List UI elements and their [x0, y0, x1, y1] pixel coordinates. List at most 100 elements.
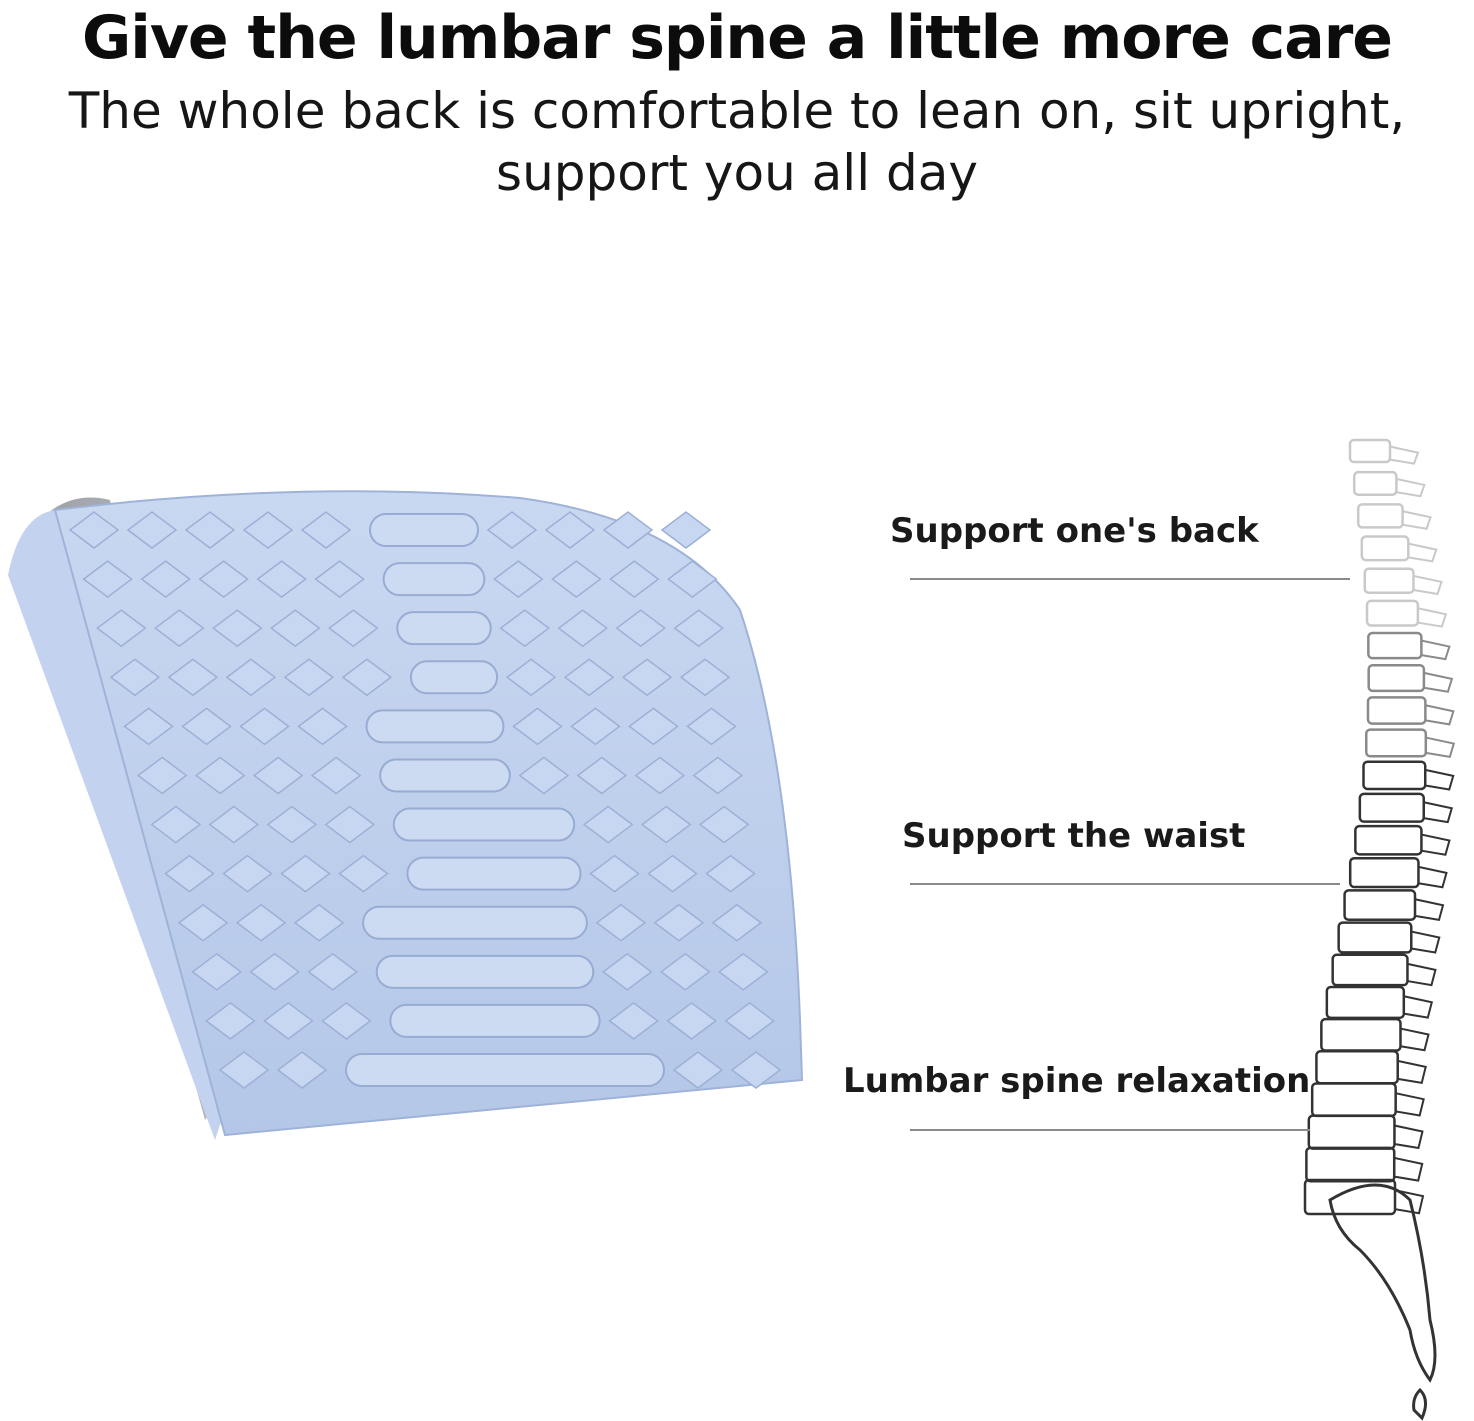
vertebra [1358, 792, 1425, 823]
stud [667, 560, 718, 599]
stud [505, 658, 557, 697]
vertebra [1348, 438, 1392, 464]
stud [634, 756, 686, 795]
vertebra [1364, 728, 1428, 758]
vertebra-process [1423, 671, 1454, 693]
stud [582, 805, 634, 844]
vertebra [1325, 985, 1406, 1020]
stud [293, 903, 345, 942]
vertebra-process [1395, 1092, 1425, 1117]
vertebra-process [1421, 639, 1451, 661]
vertebra-process [1394, 1156, 1424, 1182]
stud [512, 707, 563, 746]
stud [256, 560, 307, 599]
callout-label-back: Support one's back [890, 511, 1259, 551]
stud [660, 952, 711, 991]
stud [270, 609, 321, 648]
vertebra-process [1394, 1124, 1424, 1150]
stud [589, 854, 640, 893]
subtitle-line-1: The whole back is comfortable to lean on… [68, 82, 1406, 140]
stud [730, 1051, 782, 1089]
vertebra [1365, 599, 1420, 627]
vertebra [1362, 760, 1427, 791]
stud [263, 1001, 314, 1040]
massage-bar [409, 660, 499, 695]
subtitle-line-2: support you all day [496, 144, 978, 202]
vertebra [1337, 921, 1413, 954]
stud [608, 1001, 659, 1040]
massage-bar [389, 1003, 601, 1038]
vertebra [1356, 503, 1404, 529]
vertebra-process [1396, 477, 1426, 498]
stud [493, 560, 544, 599]
vertebra-process [1413, 574, 1443, 596]
stud [154, 609, 205, 648]
stud [324, 805, 376, 844]
stud [68, 511, 120, 549]
stud [140, 560, 191, 599]
stud [692, 756, 744, 795]
vertebra [1310, 1082, 1397, 1118]
vertebra-process [1423, 801, 1453, 824]
stud [705, 854, 756, 893]
vertebra-process [1421, 833, 1451, 856]
vertebra-process [1397, 1059, 1427, 1084]
headline: Give the lumbar spine a little more care [82, 3, 1393, 73]
stud [266, 805, 318, 844]
vertebra [1305, 1146, 1396, 1183]
stud [544, 511, 596, 549]
stud [602, 511, 654, 549]
massage-bar [362, 905, 588, 940]
stud [82, 560, 133, 599]
vertebra [1352, 470, 1398, 496]
stud [225, 658, 277, 697]
massage-bar [382, 562, 486, 597]
stud [341, 658, 393, 697]
stud [486, 511, 538, 549]
stud [609, 560, 660, 599]
stud [96, 609, 147, 648]
stud [310, 756, 362, 795]
massage-bar [392, 807, 576, 842]
stud [194, 756, 246, 795]
stud [212, 609, 263, 648]
vertebra-process [1394, 1189, 1425, 1215]
stud [222, 854, 273, 893]
stud [208, 805, 260, 844]
stud [167, 658, 219, 697]
stretcher-bars [345, 513, 665, 1087]
stud [718, 952, 769, 991]
stud [615, 609, 666, 648]
stud [164, 854, 215, 893]
stud [660, 511, 712, 549]
vertebra-process [1389, 445, 1420, 465]
stud [235, 903, 287, 942]
stud [109, 658, 161, 697]
vertebra-process [1414, 898, 1445, 922]
vertebra-process [1403, 995, 1434, 1019]
stud [653, 903, 705, 942]
vertebra-process [1425, 768, 1455, 791]
callout-line-back [910, 578, 1350, 580]
vertebra-process [1402, 510, 1432, 530]
massage-bar [345, 1053, 665, 1087]
vertebra-process [1417, 607, 1448, 628]
stud [136, 756, 188, 795]
vertebra [1331, 953, 1409, 987]
stud [595, 903, 647, 942]
stud [557, 609, 608, 648]
stud [252, 756, 304, 795]
stud [628, 707, 679, 746]
stud [150, 805, 202, 844]
vertebra [1343, 889, 1417, 921]
stud [621, 658, 673, 697]
stud [321, 1001, 372, 1040]
callout-line-lumbar [910, 1129, 1310, 1131]
massage-bar [375, 954, 595, 989]
vertebra [1366, 696, 1427, 725]
stud [563, 658, 615, 697]
spine-illustration [1303, 438, 1456, 1421]
stud [239, 707, 290, 746]
callout-line-waist [910, 883, 1340, 885]
stud [679, 658, 731, 697]
